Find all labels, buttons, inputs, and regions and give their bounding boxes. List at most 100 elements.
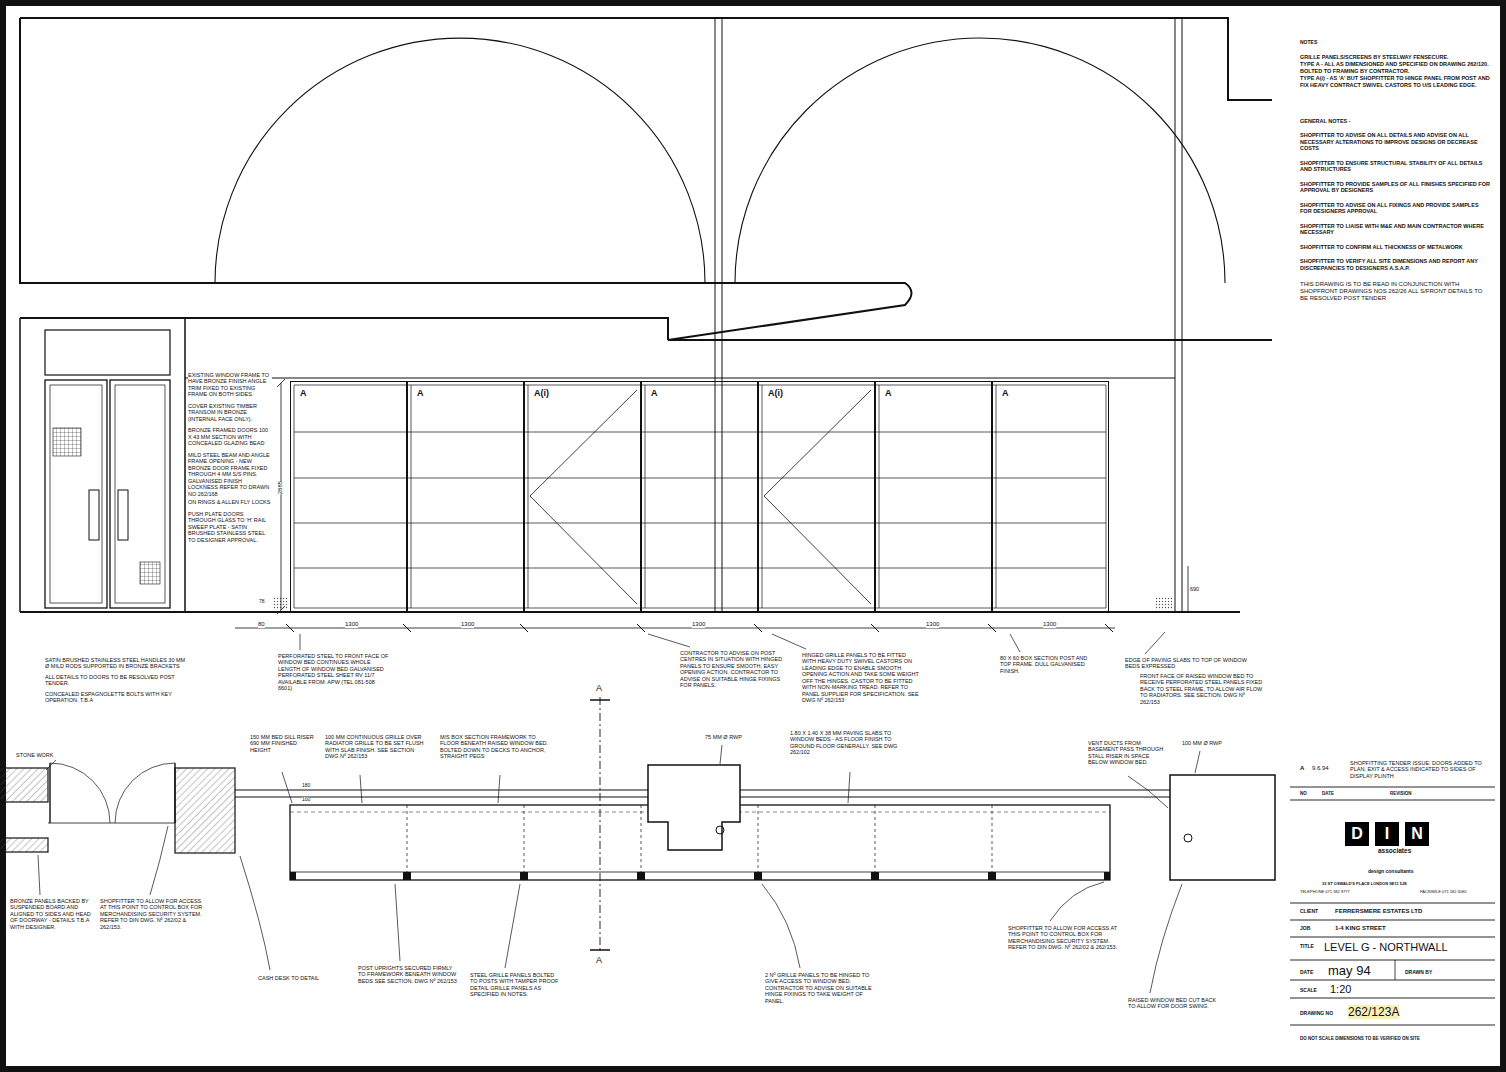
callout-note: CONTRACTOR TO ADVISE ON POST CENTRES IN … [680,650,788,689]
logo-letter-box: I [1375,822,1399,846]
grille-panel: A [290,381,407,612]
title-block-text: SHOPFITTING TENDER ISSUE. DOORS ADDED TO… [1350,760,1490,779]
title-block [1290,787,1495,1025]
callout-note: SHOPFITTER TO ALLOW FOR ACCESS AT THIS P… [1008,925,1123,951]
general-note: TYPE A - ALL AS DIMENSIONED AND SPECIFIE… [1300,61,1490,74]
panel-type-label: A [884,388,893,398]
leader-lines [38,632,1200,993]
dimension: 1300 [461,621,474,628]
dimension: 100 [302,797,310,803]
panel-type-label: A(i) [767,388,784,398]
general-note: THIS DRAWING IS TO BE READ IN CONJUNCTIO… [1300,281,1490,302]
dimension: 1300 [1043,621,1056,628]
title-block-text: associates [1378,847,1411,855]
title-block-text: 262/123A [1348,1005,1399,1019]
callout-note: VENT DUCTS FROM BASEMENT PASS THROUGH ST… [1088,740,1168,766]
title-block-text: DRAWN BY [1405,970,1432,976]
callout-note: 150 MM BED SILL RISER 690 MM FINISHED HE… [250,734,314,753]
callout-note: POST UPRIGHTS SECURED FIRMLY TO FRAMEWOR… [358,965,458,984]
callout-note: 2 Nº GRILLE PANELS TO BE HINGED TO GIVE … [765,972,877,1004]
dimension: 690 [1190,586,1199,592]
title-block-text: JOB [1300,926,1310,932]
panel-type-label: D [1351,825,1363,843]
callout-note: STEEL GRILLE PANELS BOLTED TO POSTS WITH… [470,972,562,998]
title-block-text: DATE [1300,970,1313,976]
elevation-note: EXISTING WINDOW FRAME TO HAVE BRONZE FIN… [188,372,272,398]
dimension: 1300 [926,621,939,628]
general-note: SHOPFITTER TO ADVISE ON ALL FIXINGS AND … [1300,202,1490,215]
panel-type-label: A [299,388,308,398]
elevation-note: MILD STEEL BEAM AND ANGLE FRAME OPENING … [188,452,272,497]
callout-note: ALL DETAILS TO DOORS TO BE RESOLVED POST… [45,674,190,687]
panel-type-label: N [1411,825,1423,843]
title-block-text: 32 ST OSWALD'S PLACE LONDON SE11 5JE [1322,882,1407,887]
title-block-text: DATE [1322,791,1334,796]
dimension: 80 [258,621,265,628]
title-block-text: FERRERSMERE ESTATES LTD [1335,908,1422,915]
elevation [20,18,1272,632]
section-mark: A [596,683,602,694]
elevation-note: PUSH PLATE DOORS THROUGH GLASS TO 'H' RA… [188,511,272,543]
plan [0,697,1275,952]
dimension: 1300 [345,621,358,628]
logo-letter-box: N [1405,822,1429,846]
title-block-text: LEVEL G - NORTHWALL [1324,941,1448,954]
callout-note: SHOPFITTER TO ALLOW FOR ACCESS AT THIS P… [100,898,208,930]
panel-type-label: A [650,388,659,398]
callout-note: M/S BOX SECTION FRAMEWORK TO FLOOR BENEA… [440,734,555,760]
general-note: GRILLE PANELS/SCREENS BY STEELWAY FENSEC… [1300,54,1449,60]
title-block-text: TITLE [1300,944,1314,950]
grille-panel: A [641,381,758,612]
title-block-text: FACSIMILE 071 582 3080 [1420,890,1466,895]
elevation-note: BRONZE FRAMED DOORS 100 X 43 MM SECTION … [188,427,272,446]
title-block-text: DRAWING NO [1300,1011,1333,1017]
title-block-text: NO [1300,791,1307,796]
general-note: SHOPFITTER TO VERIFY ALL SITE DIMENSIONS… [1300,258,1490,271]
title-block-text: 1:20 [1330,983,1351,996]
callout-note: 1.80 X 1.40 X 38 MM PAVING SLABS TO WIND… [790,730,908,756]
callout-note: CONCEALED ESPAGNOLETTE BOLTS WITH KEY OP… [45,691,190,704]
logo-letter-box: D [1345,822,1369,846]
callout-note: HINGED GRILLE PANELS TO BE FITTED WITH H… [802,652,920,704]
title-block-text: may 94 [1328,963,1371,978]
panel-type-label: A [1001,388,1010,398]
title-block-text: 1-4 KING STREET [1335,925,1386,932]
general-note: SHOPFITTER TO ENSURE STRUCTURAL STABILIT… [1300,160,1490,173]
callout-note: 100 MM CONTINUOUS GRILLE OVER RADIATOR G… [325,734,425,760]
title-block-text: design consultants [1368,869,1414,875]
title-block-text: CLIENT [1300,909,1318,915]
general-note: SHOPFITTER TO ADVISE ON ALL DETAILS AND … [1300,132,1490,151]
dimension: 2885 [277,481,284,494]
general-note: SHOPFITTER TO LIAISE WITH M&E AND MAIN C… [1300,223,1490,236]
title-block-text: 9.6.94 [1312,765,1329,772]
general-note: SHOPFITTER TO CONFIRM ALL THICKNESS OF M… [1300,244,1463,250]
dimension: 78 [259,599,265,605]
section-mark: A [596,955,602,966]
dimension: 180 [302,783,310,789]
title-block-text: A [1300,765,1304,772]
sheet-border [3,3,1503,1069]
grille-panel: A(i) [758,381,875,612]
general-note: SHOPFITTER TO PROVIDE SAMPLES OF ALL FIN… [1300,181,1490,194]
callout-note: CASH DESK TO DETAIL [258,975,319,981]
callout-note: 80 X 60 BOX SECTION POST AND TOP FRAME. … [1000,655,1090,674]
general-note: GENERAL NOTES - [1300,118,1351,124]
callout-note: STONE WORK [16,752,54,758]
grille-panel: A [407,381,524,612]
grille-panel: A [992,381,1109,612]
general-note: NOTES [1300,40,1317,46]
panel-type-label: I [1385,825,1389,843]
callout-note: 100 MM Ø RWP [1182,740,1222,746]
dimension: 1300 [692,621,705,628]
grille-panel: A(i) [524,381,641,612]
panel-type-label: A(i) [533,388,550,398]
callout-note: PERFORATED STEEL TO FRONT FACE OF WINDOW… [278,653,390,692]
title-block-text: DO NOT SCALE DIMENSIONS TO BE VERIFIED O… [1300,1036,1420,1041]
title-block-text: TELEPHONE 071 582 8777 [1300,890,1350,895]
callout-note: FRONT FACE OF RAISED WINDOW BED TO RECEI… [1140,673,1265,705]
grille-panel: A [875,381,992,612]
general-note: TYPE A(i) - AS 'A' BUT SHOPFITTER TO HIN… [1300,75,1490,88]
callout-note: 75 MM Ø RWP [705,734,742,740]
callout-note: SATIN BRUSHED STAINLESS STEEL HANDLES 30… [45,657,190,670]
